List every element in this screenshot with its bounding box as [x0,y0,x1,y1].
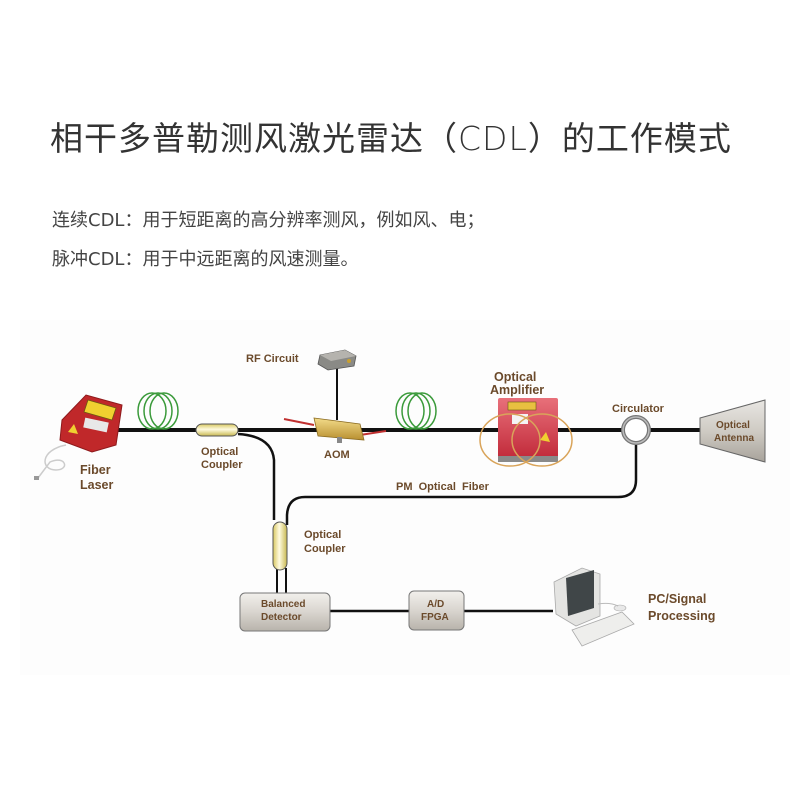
circulator-device [621,415,651,445]
pc-computer-icon [553,567,635,647]
optical-coupler-1 [195,423,239,437]
rf-circuit-device [317,349,357,371]
label-ad-line1: A/D [427,599,444,610]
ad-fpga-box [408,590,465,631]
label-pc-line2: Processing [648,609,715,623]
page-title: 相干多普勒测风激光雷达（CDL）的工作模式 [50,119,732,158]
label-circulator: Circulator [612,403,665,415]
label-detector-line2: Detector [261,612,302,623]
pm-optical-fiber [285,445,638,525]
optical-coupler-2 [272,521,288,571]
label-pc-line1: PC/Signal [648,592,706,606]
label-coupler-2-line1: Optical [304,529,341,541]
optical-antenna-device [699,399,766,463]
optical-amplifier-device [479,398,573,467]
label-aom: AOM [324,449,350,461]
description-continuous-cdl: 连续CDL：用于短距离的高分辨率测风，例如风、电； [52,210,485,231]
label-amplifier-line2: Amplifier [490,383,544,397]
balanced-detector-box [239,592,331,632]
label-antenna-line2: Antenna [714,433,754,444]
label-ad-line2: FPGA [421,612,449,623]
fiber-coil-1 [137,392,179,430]
label-coupler-1-line1: Optical [201,446,238,458]
aom-device [283,417,387,443]
label-fiber-laser-line2: Laser [80,478,113,492]
description-pulsed-cdl: 脉冲CDL：用于中远距离的风速测量。 [52,249,359,270]
label-pm-fiber: PM Optical Fiber [396,481,490,493]
fiber-branch-coupler [237,432,276,520]
label-fiber-laser-line1: Fiber [80,463,111,477]
label-rf-circuit: RF Circuit [246,353,299,365]
label-coupler-1-line2: Coupler [201,459,243,471]
label-amplifier-line1: Optical [494,370,536,384]
fiber-laser-device [34,394,123,480]
fiber-coil-2 [395,392,437,430]
label-coupler-2-line2: Coupler [304,543,346,555]
label-antenna-line1: Optical [716,420,750,431]
label-detector-line1: Balanced [261,599,305,610]
